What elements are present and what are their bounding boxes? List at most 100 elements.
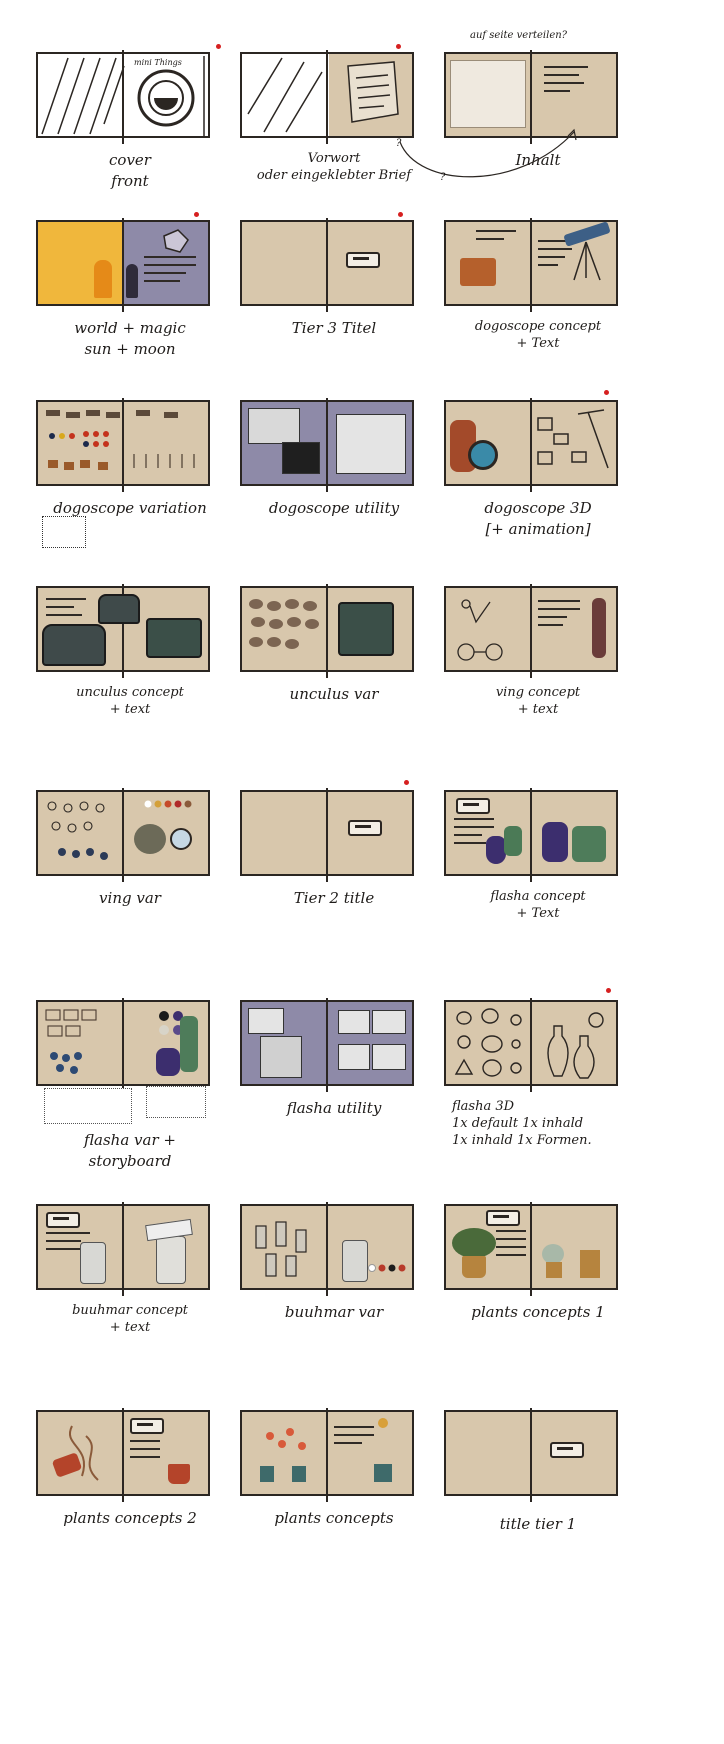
stone-grid <box>249 599 319 649</box>
plant-pot <box>462 1256 486 1278</box>
pedestal-right <box>156 1236 186 1284</box>
title-plate <box>130 1418 164 1434</box>
spread <box>240 584 414 678</box>
arrow-note-left: ? <box>396 138 402 149</box>
pedestal-model <box>342 1240 368 1282</box>
variation-thumbnail <box>42 516 86 548</box>
spread <box>240 50 414 144</box>
spread: mini Things <box>36 50 210 144</box>
marker-dot <box>404 780 409 785</box>
panel-caption: Tier 2 title <box>293 889 375 907</box>
marker-dot <box>606 988 611 993</box>
plant-small-pot <box>546 1262 562 1278</box>
panel-caption: flasha 3D 1x default 1x inhald 1x inhald… <box>452 1099 592 1148</box>
title-plate <box>46 1212 80 1228</box>
utility-image-4 <box>372 1010 406 1034</box>
node-sketch <box>537 409 609 469</box>
chest-open <box>338 602 394 656</box>
shape-grid <box>454 1008 522 1077</box>
thumbnail-sheet <box>450 60 526 128</box>
spread <box>444 584 618 678</box>
panel-caption: Vorwort oder eingeklebter Brief <box>256 151 412 183</box>
flow-arrow <box>399 128 577 178</box>
utility-image-3 <box>336 414 406 474</box>
spread <box>240 788 414 882</box>
flask-bottle <box>180 1016 198 1072</box>
flask-green <box>504 826 522 856</box>
spread <box>240 398 414 492</box>
chest-open <box>146 618 202 658</box>
panel-caption: buuhmar concept + text <box>72 1303 188 1335</box>
pedestal-sketches <box>255 1221 307 1277</box>
spread <box>444 50 618 144</box>
header-note: auf seite verteilen? <box>470 30 568 41</box>
chest-large <box>42 624 106 666</box>
storyboard-strip-left <box>44 1088 132 1124</box>
spread <box>444 218 618 312</box>
panel-caption: dogoscope concept + Text <box>474 319 602 351</box>
plant-flowers <box>260 1428 306 1482</box>
title-plate <box>346 252 380 268</box>
panel-caption: title tier 1 <box>499 1515 577 1533</box>
panel-caption: dogoscope variation <box>53 499 207 517</box>
color-swatches <box>144 800 192 808</box>
utility-image-2 <box>260 1036 302 1078</box>
marker-dot <box>194 212 199 217</box>
spread <box>444 998 618 1092</box>
spread <box>444 398 618 492</box>
plant-pot <box>168 1464 190 1484</box>
plant-bud <box>378 1418 388 1428</box>
spread <box>36 788 210 882</box>
tripod <box>573 241 601 281</box>
marker-dot <box>398 212 403 217</box>
panel-caption: dogoscope utility <box>268 499 400 517</box>
plant-leaves <box>452 1228 496 1258</box>
chest-small <box>98 594 140 624</box>
spread <box>444 788 618 882</box>
ving-sketch <box>457 599 503 661</box>
spread <box>444 1408 618 1502</box>
panel-caption: plants concepts 2 <box>63 1509 197 1527</box>
panel-caption: Tier 3 Titel <box>291 319 377 337</box>
color-swatches <box>368 1264 406 1272</box>
ving-lens <box>170 828 192 850</box>
title-plate <box>348 820 382 836</box>
spread <box>240 1408 414 1502</box>
magic-symbol-icon <box>163 229 189 253</box>
flask-line-art <box>547 1012 604 1079</box>
figure-sun <box>94 260 112 298</box>
spread <box>36 398 210 492</box>
flask-purple <box>486 836 506 864</box>
panel-caption: flasha var + storyboard <box>84 1131 176 1170</box>
hatching <box>41 57 125 135</box>
dogoscope-eye <box>468 440 498 470</box>
variation-sketches <box>46 410 195 470</box>
dogoscope-creature <box>460 258 496 286</box>
panel-caption: dogoscope 3D [+ animation] <box>484 499 592 538</box>
panel-caption: plants concepts 1 <box>471 1303 605 1321</box>
hatching <box>247 57 323 133</box>
spread <box>240 1202 414 1296</box>
spread <box>36 218 210 312</box>
flasha-swatches <box>159 1011 183 1035</box>
letter-icon <box>347 61 399 123</box>
flask-purple <box>156 1048 180 1076</box>
flasha-variations <box>45 1009 97 1074</box>
cover-emblem <box>137 56 205 136</box>
plant-tall-pot <box>580 1250 600 1278</box>
ving-model <box>134 824 166 854</box>
ving-creature <box>592 598 606 658</box>
figure-moon <box>126 264 138 298</box>
title-plate <box>550 1442 584 1458</box>
panel-caption: buuhmar var <box>284 1303 384 1321</box>
panel-caption: world + magic sun + moon <box>74 319 186 358</box>
spread <box>240 218 414 312</box>
spread <box>444 1202 618 1296</box>
panel-caption: plants concepts <box>274 1509 394 1527</box>
panel-caption: cover front <box>109 151 151 190</box>
spread <box>36 1408 210 1502</box>
plant-small <box>542 1244 564 1264</box>
ving-variations <box>47 801 108 860</box>
spread <box>240 998 414 1092</box>
